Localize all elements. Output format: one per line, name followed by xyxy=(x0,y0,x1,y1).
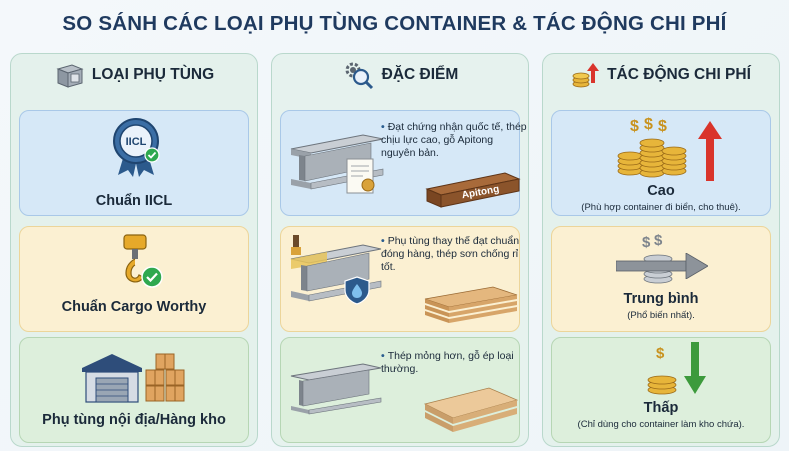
feature-text-content: Phụ tùng thay thế đạt chuẩn đóng hàng, t… xyxy=(381,235,520,273)
type-card-iicl: IICL Chuẩn IICL xyxy=(19,110,249,216)
feature-text: •Phụ tùng thay thế đạt chuẩn đóng hàng, … xyxy=(381,235,529,274)
cost-card-medium: $ $ Trung bình (Phổ biến nhất). xyxy=(551,226,771,332)
column-header-text: TÁC ĐỘNG CHI PHÍ xyxy=(607,66,751,83)
column-types: LOẠI PHỤ TÙNG IICL Chuẩn IICL xyxy=(10,53,258,447)
cost-note: (Phù hợp container đi biển, cho thuê). xyxy=(581,202,741,213)
svg-text:$: $ xyxy=(656,345,665,362)
cost-note: (Chỉ dùng cho container làm kho chứa). xyxy=(577,419,745,430)
bullet-icon: • xyxy=(381,235,385,247)
type-card-domestic: Phụ tùng nội địa/Hàng kho xyxy=(19,337,249,443)
feature-text-content: Thép mỏng hơn, gỗ ép loại thường. xyxy=(381,350,514,375)
column-features-header: ĐẶC ĐIỂM xyxy=(272,54,528,96)
type-label: Phụ tùng nội địa/Hàng kho xyxy=(42,412,226,428)
gear-search-icon xyxy=(342,60,374,90)
cost-level-label: Trung bình xyxy=(623,291,699,307)
svg-text:$: $ xyxy=(654,232,663,249)
svg-text:$: $ xyxy=(658,118,667,135)
column-header-text: LOẠI PHỤ TÙNG xyxy=(91,66,215,83)
badge-text: IICL xyxy=(126,136,147,148)
bullet-icon: • xyxy=(381,350,385,362)
svg-text:$: $ xyxy=(642,234,651,251)
cost-card-low: $ Thấp (Chỉ dùng cho container làm kho c… xyxy=(551,337,771,443)
cost-level-label: Thấp xyxy=(643,400,679,416)
money-up-icon xyxy=(571,61,600,89)
feature-card-iicl: •Đạt chứng nhận quốc tế, thép chịu lực c… xyxy=(280,110,527,216)
column-cost: TÁC ĐỘNG CHI PHÍ $ $ $ Cao (Phù hợp cont… xyxy=(542,53,780,447)
column-header-text: ĐẶC ĐIỂM xyxy=(381,66,459,83)
column-cost-header: TÁC ĐỘNG CHI PHÍ xyxy=(543,54,779,96)
type-label: Chuẩn IICL xyxy=(95,193,173,209)
cost-level-label: Cao xyxy=(647,183,675,199)
svg-text:$: $ xyxy=(630,118,639,135)
cost-card-high: $ $ $ Cao (Phù hợp container đi biển, ch… xyxy=(551,110,771,216)
svg-text:$: $ xyxy=(644,116,653,133)
cost-note: (Phổ biến nhất). xyxy=(627,310,695,321)
feature-card-domestic: •Thép mỏng hơn, gỗ ép loại thường. xyxy=(280,337,520,443)
feature-text: •Thép mỏng hơn, gỗ ép loại thường. xyxy=(381,350,529,376)
feature-card-cargo-worthy: •Phụ tùng thay thế đạt chuẩn đóng hàng, … xyxy=(280,226,520,332)
type-label: Chuẩn Cargo Worthy xyxy=(61,299,207,315)
bullet-icon: • xyxy=(381,121,385,133)
column-features: ĐẶC ĐIỂM •Đạt chứng nhận quốc tế xyxy=(271,53,529,447)
feature-text: •Đạt chứng nhận quốc tế, thép chịu lực c… xyxy=(381,121,529,160)
page-title: SO SÁNH CÁC LOẠI PHỤ TÙNG CONTAINER & TÁ… xyxy=(62,12,727,35)
type-card-cargo-worthy: Chuẩn Cargo Worthy xyxy=(19,226,249,332)
container-frame-icon xyxy=(54,61,84,89)
feature-text-content: Đạt chứng nhận quốc tế, thép chịu lực ca… xyxy=(381,121,527,159)
column-types-header: LOẠI PHỤ TÙNG xyxy=(11,54,257,96)
